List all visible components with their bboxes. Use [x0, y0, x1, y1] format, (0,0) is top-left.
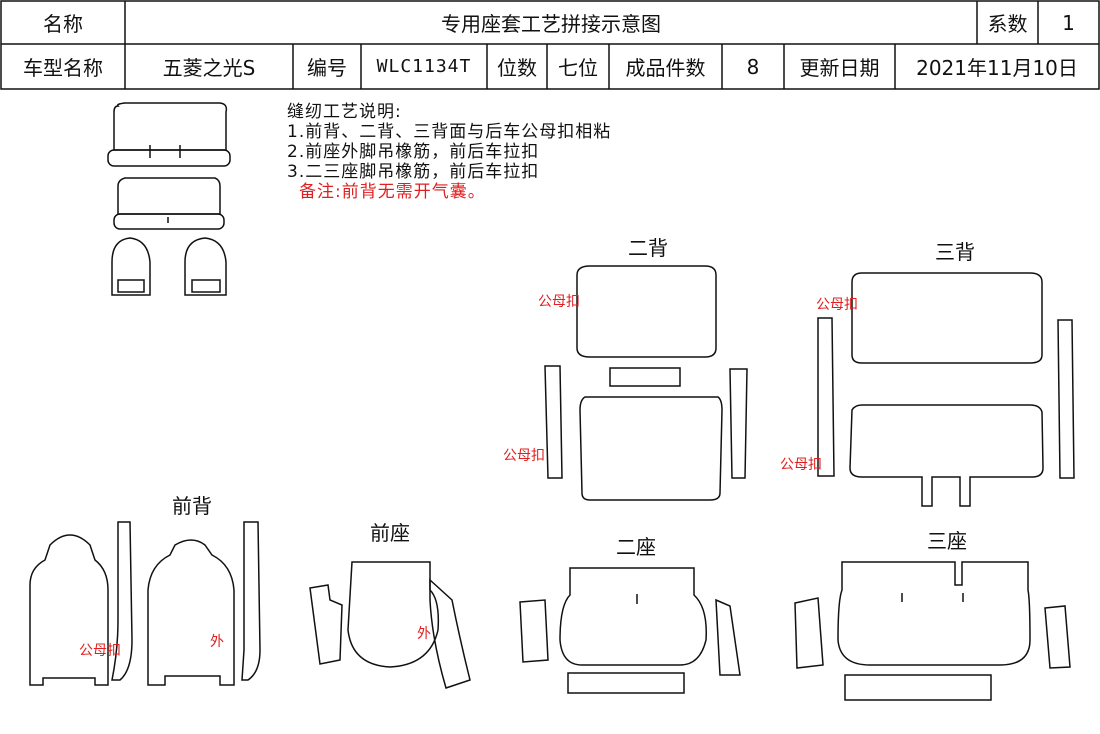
- coef-label: 系数: [987, 12, 1028, 36]
- snap-label-second-back-side: 公母扣: [503, 448, 545, 464]
- model-value: 五菱之光S: [162, 56, 256, 80]
- third-seat-pieces: [794, 561, 1071, 701]
- outer-label-front-seat: 外: [417, 626, 431, 642]
- snap-label-second-back-top: 公母扣: [538, 294, 580, 310]
- code-label: 编号: [307, 56, 347, 80]
- notes-line-1: 1.前背、二背、三背面与后车公母扣相粘: [287, 122, 612, 142]
- notes-line-2: 2.前座外脚吊橡筋，前后车拉扣: [287, 142, 540, 162]
- front-seat-pieces: [309, 561, 471, 689]
- notes-line-3: 3.二三座脚吊橡筋，前后车拉扣: [287, 162, 540, 182]
- update-value: 2021年11月10日: [916, 56, 1078, 80]
- code-value: WLC1134T: [376, 56, 472, 77]
- seat-overview-thumbnail: [107, 102, 231, 296]
- second-back-pieces: [544, 265, 748, 501]
- front-back-pieces: [29, 521, 261, 686]
- second-seat-pieces: [519, 567, 741, 694]
- pieces-label: 成品件数: [625, 56, 706, 80]
- label-front-seat: 前座: [370, 521, 410, 545]
- snap-label-front-back: 公母扣: [79, 643, 121, 659]
- seats-value: 七位: [558, 56, 598, 80]
- third-back-pieces: [817, 272, 1075, 507]
- coef-value: 1: [1062, 10, 1075, 35]
- snap-label-third-back-side: 公母扣: [780, 457, 822, 473]
- model-label: 车型名称: [23, 56, 103, 80]
- label-third-seat: 三座: [927, 529, 967, 553]
- pieces-value: 8: [746, 54, 760, 79]
- page-title: 专用座套工艺拼接示意图: [441, 12, 661, 36]
- notes-remark: 备注:前背无需开气囊。: [299, 182, 486, 202]
- name-label: 名称: [43, 12, 83, 36]
- header-grid: [0, 0, 1100, 90]
- label-second-back: 二背: [628, 236, 668, 260]
- snap-label-third-back-top: 公母扣: [816, 297, 858, 313]
- update-label: 更新日期: [799, 56, 880, 80]
- notes-heading: 缝纫工艺说明:: [287, 102, 402, 122]
- label-front-back: 前背: [172, 494, 212, 518]
- outer-label-front-back: 外: [210, 634, 224, 650]
- label-second-seat: 二座: [616, 535, 656, 559]
- label-third-back: 三背: [935, 240, 975, 264]
- seats-label: 位数: [497, 56, 537, 80]
- sewing-notes: 缝纫工艺说明: 1.前背、二背、三背面与后车公母扣相粘 2.前座外脚吊橡筋，前后…: [287, 102, 611, 202]
- header-table: 名称 专用座套工艺拼接示意图 系数 1 车型名称 五菱之光S 编号 WLC113…: [0, 0, 1100, 90]
